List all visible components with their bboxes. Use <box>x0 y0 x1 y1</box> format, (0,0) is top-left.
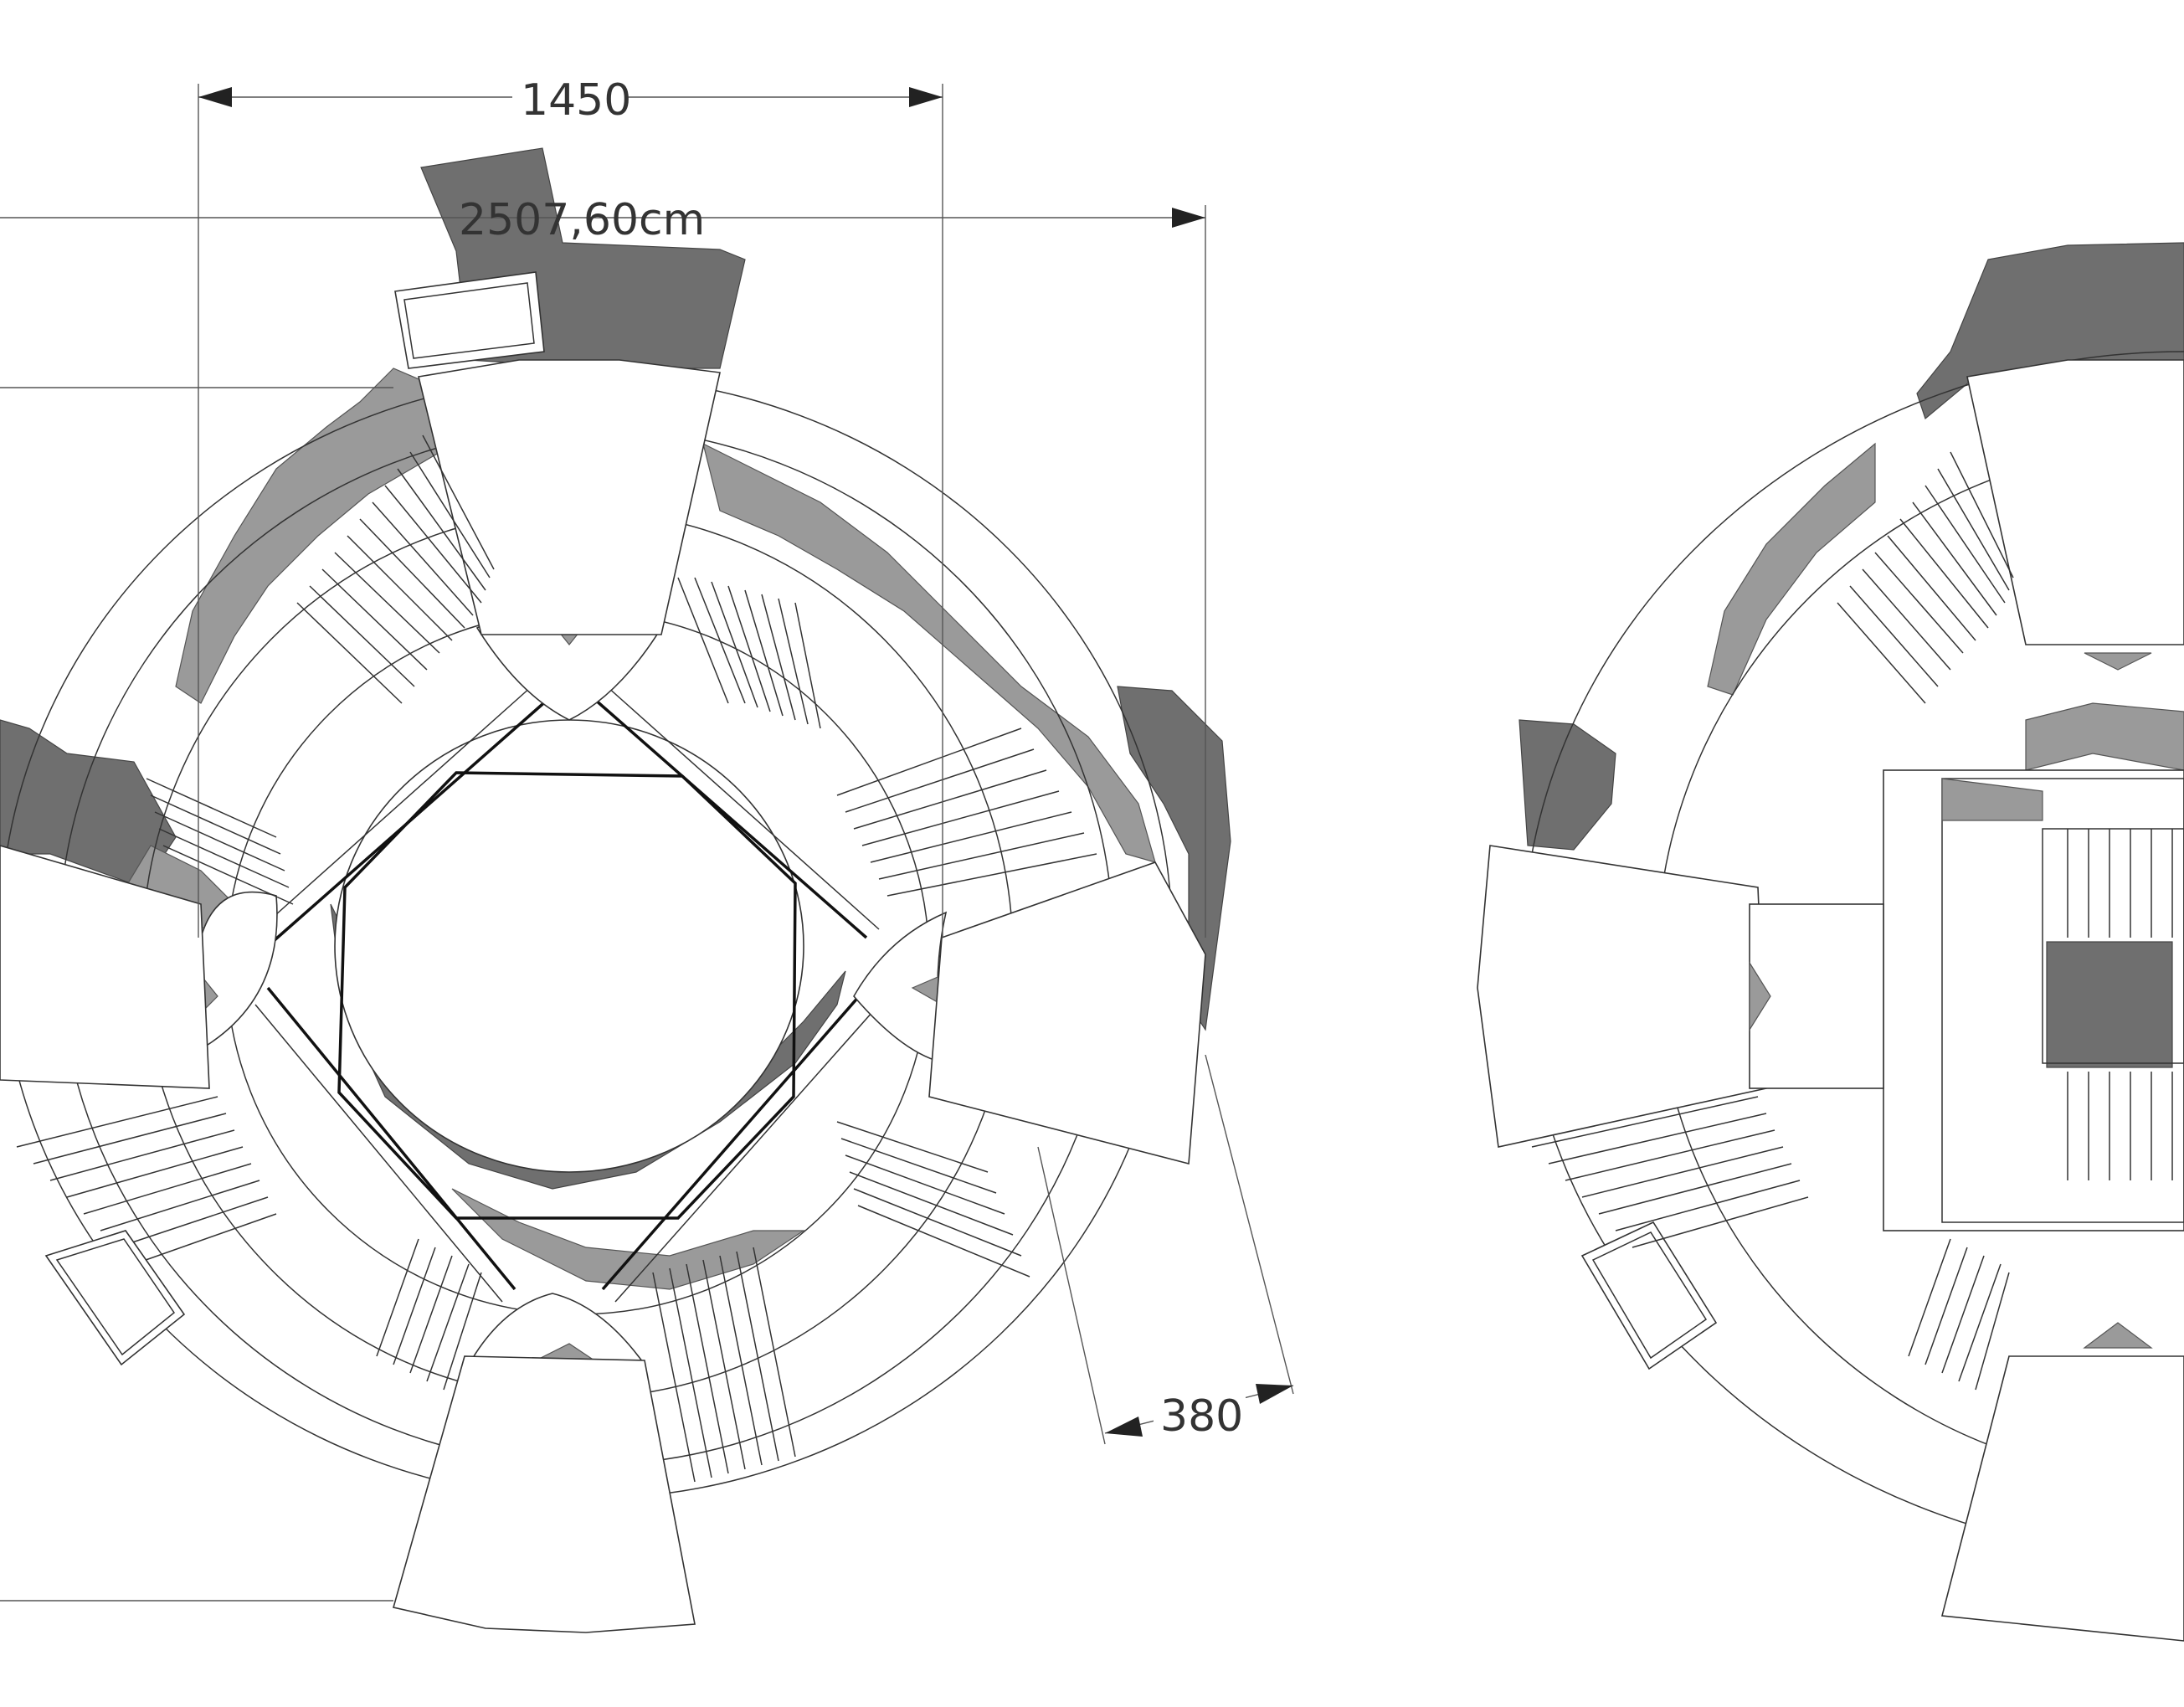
shadow-inner-lower <box>451 1188 805 1290</box>
stairs-east-upper <box>836 728 1097 897</box>
left-plan: 1450 2507,60cm 380 <box>0 75 1294 1633</box>
east-wing[interactable] <box>928 861 1206 1165</box>
dimension-wing-depth: 380 <box>1160 1391 1243 1442</box>
diagonal-bridges <box>254 686 880 1303</box>
stairs-south-east <box>652 1247 796 1483</box>
right-shadow-ring <box>1707 442 1876 696</box>
central-court <box>334 719 804 1173</box>
dimension-top-width: 1450 <box>521 75 631 126</box>
right-south-wing[interactable] <box>1940 1355 2184 1642</box>
stairs-south-west <box>376 1238 482 1391</box>
central-octagon <box>337 771 797 1220</box>
right-west-connector <box>1749 903 1884 1089</box>
west-wing[interactable] <box>0 845 210 1089</box>
north-tower-cap <box>394 271 545 369</box>
stairs-east-lower <box>836 1121 1030 1278</box>
stairs-west-upper <box>146 778 294 905</box>
right-stairs-west-lower <box>1531 1096 1809 1248</box>
shadow-ring-upper-right <box>702 442 1156 863</box>
right-south-west-kiosk <box>1580 1221 1718 1370</box>
stairs-north-east <box>677 577 821 729</box>
shadow-ring-upper-left <box>175 368 470 704</box>
dimension-lines <box>0 84 1294 1602</box>
right-north-wing[interactable] <box>1966 359 2184 645</box>
right-shadow-central <box>1941 778 2043 821</box>
stairs-north-west <box>296 434 495 704</box>
right-central-court <box>2046 941 2173 1068</box>
right-shadow-west <box>1519 719 1616 851</box>
north-wing[interactable] <box>418 359 721 635</box>
right-stairs-north-west <box>1837 451 2014 704</box>
south-west-kiosk <box>44 1230 186 1366</box>
right-plan <box>1477 242 2184 1642</box>
right-stairs-south-west <box>1908 1238 2010 1391</box>
south-wing[interactable] <box>393 1355 696 1633</box>
stairs-west-lower <box>16 1096 277 1265</box>
north-tower-cap-inner <box>403 282 535 359</box>
right-west-wing[interactable] <box>1477 845 1767 1148</box>
dimension-overall-diameter: 2507,60cm <box>459 195 705 245</box>
right-shadow-inner <box>2025 702 2184 771</box>
